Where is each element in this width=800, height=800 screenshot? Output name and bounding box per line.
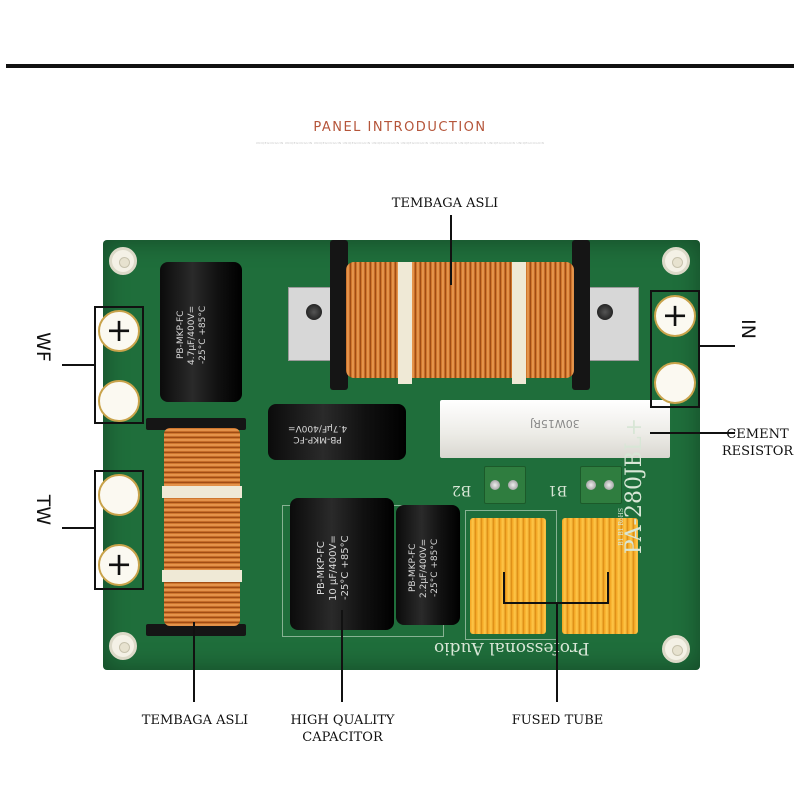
board-model-text: PA-280JBL+ xyxy=(622,418,647,554)
capacitor-c2: PB-MKP-FC 4.7μF/400V= xyxy=(268,404,406,460)
board-rohs-label: B1 B1 RoHS xyxy=(618,508,625,546)
capacitor-c4: PB-MKP-FC 2.2μF/400V= -25°C +85°C xyxy=(396,505,460,625)
screw xyxy=(586,480,596,490)
cable-tie xyxy=(162,486,242,498)
mounting-hole xyxy=(662,247,690,275)
bolt xyxy=(306,304,322,320)
screw xyxy=(508,480,518,490)
callout-cement-line1: CEMENT xyxy=(726,427,789,442)
callout-cement-line xyxy=(650,432,735,434)
coil-bobbin-end xyxy=(572,240,590,390)
callout-capacitor-line xyxy=(341,610,343,702)
screw xyxy=(604,480,614,490)
callout-cement-line2: RESISTOR xyxy=(721,444,794,459)
board-label-b2: B2 xyxy=(452,482,472,498)
in-terminal-box xyxy=(650,290,700,408)
callout-bottom-coil-line xyxy=(193,622,195,702)
callout-fuse-line xyxy=(556,602,558,702)
coil-bobbin-end xyxy=(146,624,246,636)
tw-label: TW xyxy=(32,494,55,526)
wf-label: WF xyxy=(31,332,54,362)
board-label-b1: B1 xyxy=(548,482,568,498)
wf-leader-line xyxy=(62,364,94,366)
page-subtitle: UNIQEGOUGUIN UNIQEGOUGUIN UNIQEGOUGUIN U… xyxy=(255,141,545,145)
cap-c1-temp: -25°C +85°C xyxy=(198,305,208,365)
cap-c4-model: PB-MKP-FC xyxy=(408,543,418,593)
capacitor-c1: PB-MKP-FC 4.7μF/400V= -25°C +85°C xyxy=(160,262,242,402)
wf-positive-terminal: + xyxy=(98,310,140,352)
callout-capacitor-line1: HIGH QUALITY xyxy=(290,713,395,728)
top-rule xyxy=(6,64,794,68)
mounting-hole xyxy=(662,635,690,663)
cap-c2-rating: 4.7μF/400V= xyxy=(288,423,348,433)
wf-negative-terminal xyxy=(98,380,140,422)
mounting-hole xyxy=(109,247,137,275)
cap-c3-rating: 10 μF/400V= xyxy=(328,535,339,601)
callout-top-coil: TEMBAGA ASLI xyxy=(391,196,499,211)
cap-c4-rating: 2.2μF/400V= xyxy=(419,538,429,598)
callout-fuse-line xyxy=(503,572,505,604)
board-brand-text: Professonal Audio xyxy=(434,638,590,658)
resistor-marking: 30W15RJ xyxy=(530,417,580,430)
in-label: IN xyxy=(736,319,759,339)
cap-c3-temp: -25°C +85°C xyxy=(340,535,351,601)
wf-terminal-box xyxy=(94,306,144,424)
page-title: PANEL INTRODUCTION xyxy=(313,120,487,135)
screw xyxy=(490,480,500,490)
board-model-label: PA-280JBL+ xyxy=(622,418,647,555)
cap-c4-temp: -25°C +85°C xyxy=(430,538,440,598)
cap-c1-rating: 4.7μF/400V= xyxy=(187,305,197,365)
fuse-heatsink xyxy=(562,518,638,634)
fuse-heatsink xyxy=(470,518,546,634)
in-positive-terminal: + xyxy=(654,295,696,337)
in-negative-terminal xyxy=(654,362,696,404)
top-inductor-coil xyxy=(346,262,574,378)
callout-fused-tube: FUSED TUBE xyxy=(511,713,604,728)
coil-bobbin-end xyxy=(146,418,246,430)
mounting-hole xyxy=(109,632,137,660)
in-leader-line xyxy=(700,345,735,347)
plus-sign: + xyxy=(105,545,133,583)
coil-bracket xyxy=(585,287,639,361)
tw-leader-line xyxy=(62,527,94,529)
cap-c2-model: PB-MKP-FC xyxy=(293,434,342,444)
tw-terminal-box xyxy=(94,470,144,590)
callout-capacitor: HIGH QUALITY CAPACITOR xyxy=(270,712,415,746)
cable-tie xyxy=(398,262,412,384)
cement-resistor: 30W15RJ xyxy=(440,400,670,458)
plus-sign: + xyxy=(661,296,689,334)
tw-negative-terminal xyxy=(98,474,140,516)
cap-c1-model: PB-MKP-FC xyxy=(176,310,186,360)
callout-cement: CEMENT RESISTOR xyxy=(715,426,800,460)
cap-c3-model: PB-MKP-FC xyxy=(316,541,327,595)
bolt xyxy=(597,304,613,320)
bottom-inductor-coil xyxy=(164,428,240,626)
callout-fuse-line xyxy=(607,572,609,604)
callout-capacitor-line2: CAPACITOR xyxy=(302,730,383,745)
terminal-block-b1 xyxy=(580,466,622,504)
capacitor-c3: PB-MKP-FC 10 μF/400V= -25°C +85°C xyxy=(290,498,394,630)
coil-bobbin-end xyxy=(330,240,348,390)
callout-top-coil-line xyxy=(450,215,452,285)
silkscreen-outline xyxy=(465,510,557,640)
cable-tie xyxy=(162,570,242,582)
tw-positive-terminal: + xyxy=(98,544,140,586)
plus-sign: + xyxy=(105,311,133,349)
board-rohs-text: B1 B1 RoHS xyxy=(618,508,625,546)
cable-tie xyxy=(512,262,526,384)
callout-bottom-coil: TEMBAGA ASLI xyxy=(141,713,249,728)
